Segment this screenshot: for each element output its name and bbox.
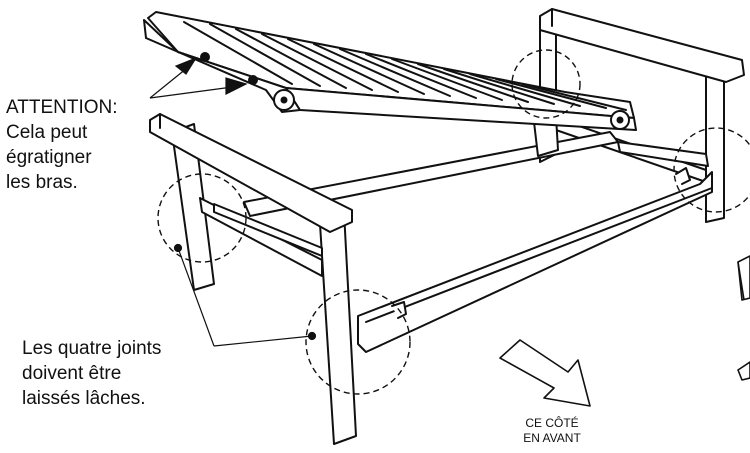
scratch-warning-note: ATTENTION: Cela peut égratigner les bras… — [6, 95, 156, 195]
left-mid-rail — [213, 203, 323, 257]
warning-arrow-lower — [225, 77, 248, 95]
joints-line-3: laissés lâches. — [22, 388, 146, 409]
seat-right-face — [285, 87, 637, 131]
base-frame — [243, 131, 713, 353]
warning-line-3: égratigner — [6, 147, 92, 168]
warning-arrow-upper — [174, 56, 198, 75]
joint-circle-right-front — [673, 127, 750, 213]
joint-circle-right-back — [511, 49, 581, 119]
loose-joints-note: Les quatre joints doivent être laissés l… — [22, 336, 222, 411]
leader-line-joint-front — [213, 335, 313, 347]
right-front-post — [705, 61, 725, 223]
front-base-rail — [357, 171, 713, 353]
front-line-1: CE CÔTÉ — [525, 416, 579, 430]
leader-line-joint-back — [177, 247, 215, 347]
left-front-post — [319, 211, 357, 445]
joint-circle-left-back — [157, 173, 247, 263]
joints-line-1: Les quatre joints — [22, 338, 162, 359]
slatted-seat — [143, 11, 637, 131]
joint-circle-left-front — [305, 289, 411, 395]
partial-next-diagram — [737, 255, 750, 381]
front-direction-arrow-icon — [499, 339, 591, 407]
right-side-base-rail — [617, 141, 709, 167]
front-side-label: CE CÔTÉ EN AVANT — [500, 416, 604, 446]
joints-line-2: doivent être — [22, 363, 122, 384]
warning-line-2: Cela peut — [6, 122, 88, 143]
left-arm-rest — [149, 113, 357, 445]
right-top-rail — [539, 8, 745, 83]
hole-marker-2 — [248, 75, 258, 85]
warning-leader-lower — [149, 85, 241, 99]
warning-line-1: ATTENTION: — [6, 97, 118, 118]
hole-marker-1 — [200, 52, 210, 62]
warning-line-4: les bras. — [6, 172, 78, 193]
front-line-2: EN AVANT — [523, 431, 581, 445]
